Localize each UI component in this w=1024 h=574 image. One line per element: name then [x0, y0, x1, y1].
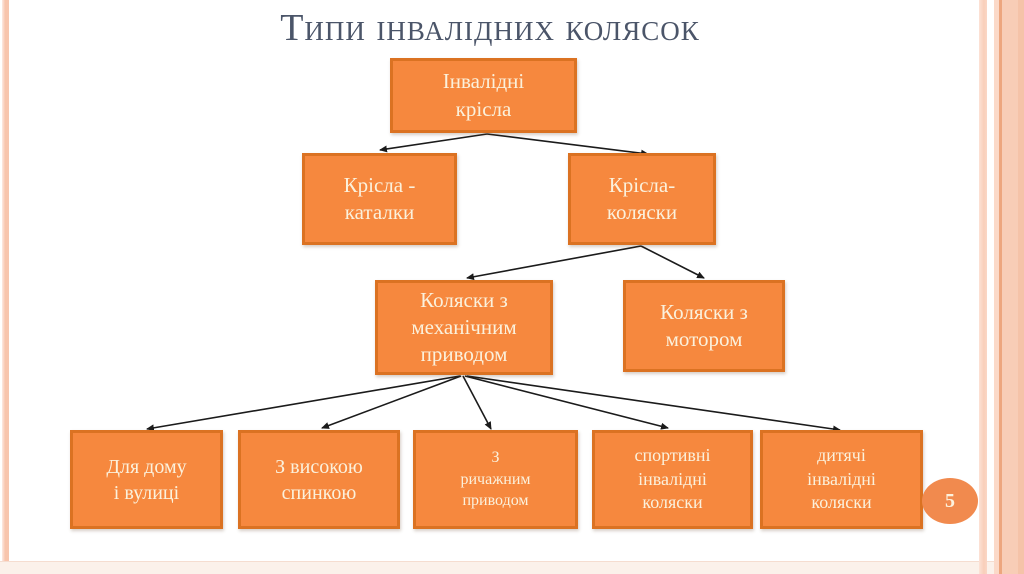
arrow-koliasky-to-mekh [466, 245, 642, 281]
node-koliasky-mekhanichnyi: Коляски з механічним приводом [375, 280, 553, 375]
footer-band [0, 561, 1024, 574]
page-number-badge: 5 [922, 478, 978, 524]
node-dlia-domu-i-vulytsi: Для дому і вулиці [70, 430, 223, 529]
node-sportyvni-koliasky: спортивні інвалідні коляски [592, 430, 753, 529]
arrow-root-to-katalky [379, 133, 488, 153]
slide-title: Типи інвалідних колясок [280, 7, 700, 49]
left-border-stripe [2, 0, 9, 562]
arrow-mekh-to-rychazhnym [462, 375, 492, 430]
node-z-vysokoiu-spynkoiu: З високою спинкою [238, 430, 400, 529]
arrow-mekh-to-vysokoiu [321, 375, 462, 429]
node-krisla-koliasky: Крісла- коляски [568, 153, 716, 245]
arrow-root-to-koliasky [486, 133, 649, 157]
node-dytiachi-koliasky: дитячі інвалідні коляски [760, 430, 923, 529]
node-z-rychazhnym-pryvodom: З ричажним приводом [413, 430, 578, 529]
arrow-mekh-to-sportyvni [464, 375, 669, 430]
right-border-stripe-band [994, 0, 1024, 574]
arrow-mekh-to-dytiachi [466, 375, 841, 433]
page-number: 5 [945, 489, 955, 512]
node-koliasky-z-motorom: Коляски з мотором [623, 280, 785, 372]
right-border-stripe-thin [979, 0, 987, 574]
node-krisla-katalky: Крісла - каталки [302, 153, 457, 245]
node-invalidni-krisla: Інвалідні крісла [390, 58, 577, 133]
arrow-mekh-to-dlia-domu [146, 375, 461, 432]
arrow-koliasky-to-motor [640, 245, 705, 279]
